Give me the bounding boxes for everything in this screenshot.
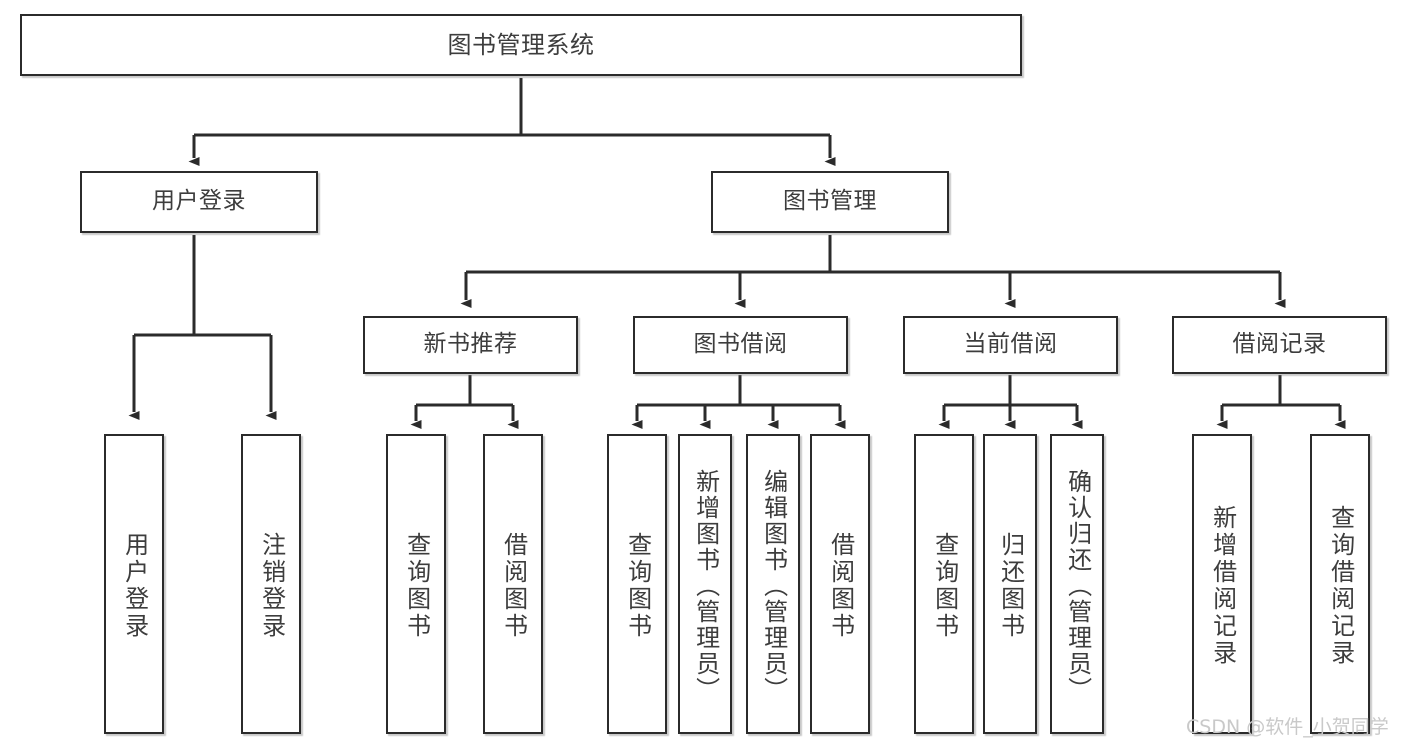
- node-label: 当前借阅: [963, 331, 1058, 358]
- node-label: 注销登录: [257, 532, 286, 640]
- node-label: 查询借阅记录: [1326, 505, 1355, 667]
- node-label: 用户登录: [152, 188, 246, 215]
- node-root-system[interactable]: 图书管理系统: [20, 14, 1022, 76]
- node-leaf-add-borrow-record[interactable]: 新增借阅记录: [1192, 434, 1252, 734]
- node-leaf-borrow-book-recommend[interactable]: 借阅图书: [483, 434, 543, 734]
- node-label: 图书借阅: [693, 331, 788, 358]
- node-book-borrow[interactable]: 图书借阅: [633, 316, 848, 374]
- node-leaf-edit-book-admin[interactable]: 编辑图书（管理员）: [746, 434, 800, 734]
- node-book-management[interactable]: 图书管理: [711, 171, 949, 233]
- node-user-login[interactable]: 用户登录: [80, 171, 318, 233]
- node-label: 用户登录: [120, 532, 149, 640]
- node-current-borrow[interactable]: 当前借阅: [903, 316, 1118, 374]
- node-leaf-logout[interactable]: 注销登录: [241, 434, 301, 734]
- node-leaf-borrow-book[interactable]: 借阅图书: [810, 434, 870, 734]
- node-new-book-recommend[interactable]: 新书推荐: [363, 316, 578, 374]
- node-label: 新增图书（管理员）: [691, 469, 720, 703]
- node-leaf-add-book-admin[interactable]: 新增图书（管理员）: [678, 434, 732, 734]
- node-label: 图书管理系统: [447, 30, 595, 59]
- node-leaf-query-book-borrow[interactable]: 查询图书: [607, 434, 667, 734]
- node-leaf-query-borrow-record[interactable]: 查询借阅记录: [1310, 434, 1370, 734]
- node-label: 查询图书: [402, 532, 431, 640]
- node-label: 借阅记录: [1232, 331, 1327, 358]
- node-label: 新增借阅记录: [1208, 505, 1237, 667]
- node-label: 查询图书: [623, 532, 652, 640]
- node-leaf-confirm-return-admin[interactable]: 确认归还（管理员）: [1050, 434, 1104, 734]
- node-leaf-query-book-recommend[interactable]: 查询图书: [386, 434, 446, 734]
- node-label: 新书推荐: [423, 331, 518, 358]
- node-label: 编辑图书（管理员）: [759, 469, 788, 703]
- node-label: 归还图书: [996, 532, 1025, 640]
- node-leaf-return-book[interactable]: 归还图书: [983, 434, 1037, 734]
- watermark-text: CSDN @软件_小贺同学: [1186, 716, 1389, 738]
- node-label: 查询图书: [930, 532, 959, 640]
- node-leaf-query-book-current[interactable]: 查询图书: [914, 434, 974, 734]
- node-leaf-user-login[interactable]: 用户登录: [104, 434, 164, 734]
- node-label: 图书管理: [783, 188, 877, 215]
- node-label: 借阅图书: [826, 532, 855, 640]
- node-label: 确认归还（管理员）: [1063, 469, 1092, 703]
- node-borrow-record[interactable]: 借阅记录: [1172, 316, 1387, 374]
- node-label: 借阅图书: [499, 532, 528, 640]
